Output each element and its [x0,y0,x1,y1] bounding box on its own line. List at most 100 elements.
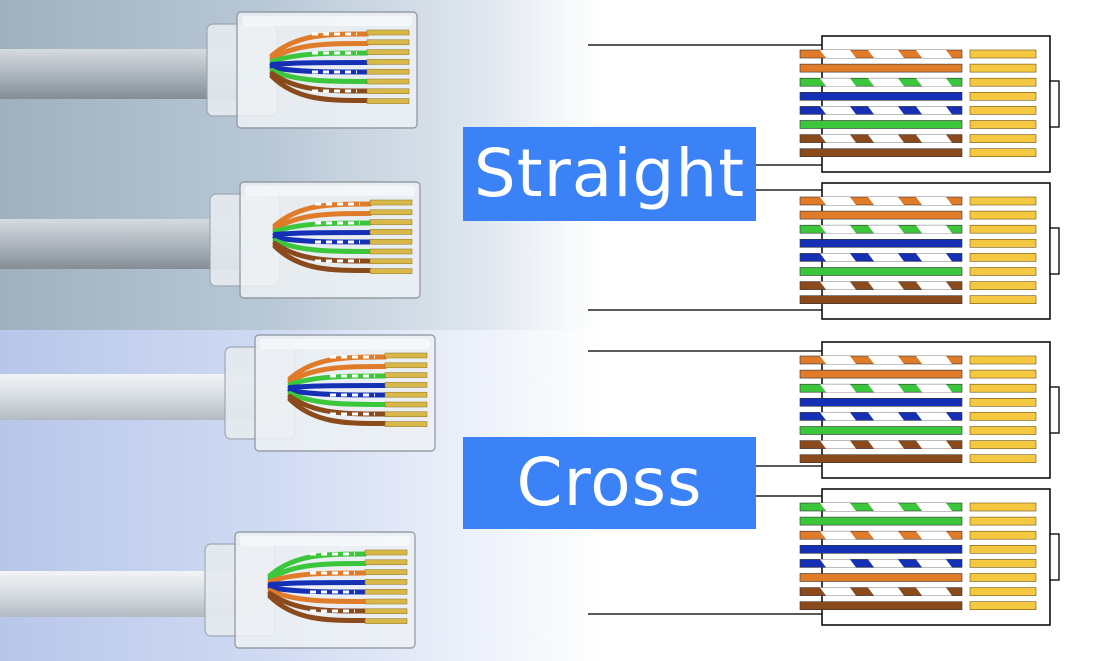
pin-2 [969,210,1037,220]
straight-label: Straight [463,127,756,221]
plug-highlight [260,339,430,349]
photo-wire-8 [269,74,370,103]
wire-2-orange [799,210,963,220]
photo-contact-1 [384,352,428,359]
rj45-plugs [0,11,436,649]
photo-wire-8 [287,397,388,426]
photo-contact-6 [364,598,408,605]
photo-contact-7 [364,608,408,615]
photo-contact-4 [364,579,408,585]
photo-wire-7 [267,591,368,614]
photo-contact-5 [369,238,413,245]
wire-4-blue [799,239,963,248]
pin-6 [969,267,1037,276]
wire-3-white-green [799,77,963,87]
photo-contact-2 [364,559,408,566]
photo-wire-2 [267,561,368,581]
photo-wire-6 [269,68,370,84]
pin-8 [969,148,1037,157]
straight-bottom-connector [799,182,1060,320]
connector-latch [1049,80,1060,128]
cross-top-connector [799,341,1060,479]
plug-photo-4 [0,531,416,649]
photo-contact-4 [369,229,413,235]
connector-latch [1049,386,1060,434]
straight-top-connector [799,35,1060,173]
photo-wire-2 [269,41,370,61]
wire-6-green [799,267,963,276]
photo-wire-6 [272,238,373,254]
pin-4 [969,92,1037,101]
photo-contact-5 [364,588,408,595]
photo-contact-4 [384,382,428,388]
photo-contact-7 [366,88,410,95]
photo-contact-7 [384,411,428,418]
pin-4 [969,397,1037,407]
photo-contact-8 [384,421,428,427]
pin-8 [969,601,1037,611]
pin-1 [969,196,1037,206]
wire-1-white-orange [799,355,963,365]
photo-contact-1 [364,549,408,556]
photo-contact-8 [366,98,410,104]
pin-8 [969,454,1037,464]
wire-1-white-orange [799,49,963,59]
pin-1 [969,502,1037,512]
photo-wire-7 [272,241,373,264]
pin-2 [969,516,1037,526]
wire-3-white-orange [799,530,963,540]
wire-7-white-brown [799,587,963,596]
pin-3 [969,383,1037,393]
photo-contact-6 [384,401,428,408]
wire-5-white-blue [799,412,963,421]
photo-contact-5 [384,391,428,398]
photo-contact-4 [366,59,410,65]
plug-photo-2 [0,181,421,299]
photo-contact-5 [366,68,410,75]
pin-6 [969,120,1037,129]
wire-8-brown [799,454,963,464]
pin-6 [969,426,1037,435]
photo-wire-4 [269,60,370,67]
photo-contact-2 [369,209,413,216]
wire-3-white-green [799,224,963,234]
pin-7 [969,587,1037,596]
photo-wire-8 [267,594,368,623]
wire-5-white-blue [799,253,963,262]
wire-5-white-blue [799,106,963,115]
pin-8 [969,295,1037,305]
wire-8-brown [799,148,963,157]
pin-3 [969,77,1037,87]
photo-contact-2 [384,362,428,369]
photo-contact-8 [364,618,408,624]
photo-wire-6 [267,588,368,604]
wire-1-white-orange [799,196,963,206]
photo-contact-1 [366,29,410,36]
plug-highlight [240,536,410,546]
pin-7 [969,440,1037,449]
photo-contact-2 [366,39,410,46]
wire-7-white-brown [799,134,963,143]
wire-4-blue [799,544,963,554]
photo-wire-2 [287,364,388,384]
wire-6-green [799,426,963,435]
pin-7 [969,281,1037,290]
photo-wire-2 [272,211,373,231]
wire-8-brown [799,601,963,611]
wire-1-white-green [799,502,963,512]
photo-contact-3 [366,49,410,55]
photo-contact-3 [384,372,428,378]
photo-contact-3 [364,569,408,575]
photo-wire-1 [267,551,368,578]
wire-8-brown [799,295,963,305]
photo-wire-1 [272,201,373,228]
photo-wire-1 [269,31,370,58]
photo-contact-1 [369,199,413,206]
cross-label: Cross [463,437,756,529]
plug-highlight [242,16,412,26]
photo-wire-4 [272,230,373,237]
pin-5 [969,106,1037,115]
plug-highlight [245,186,415,196]
wire-7-white-brown [799,440,963,449]
